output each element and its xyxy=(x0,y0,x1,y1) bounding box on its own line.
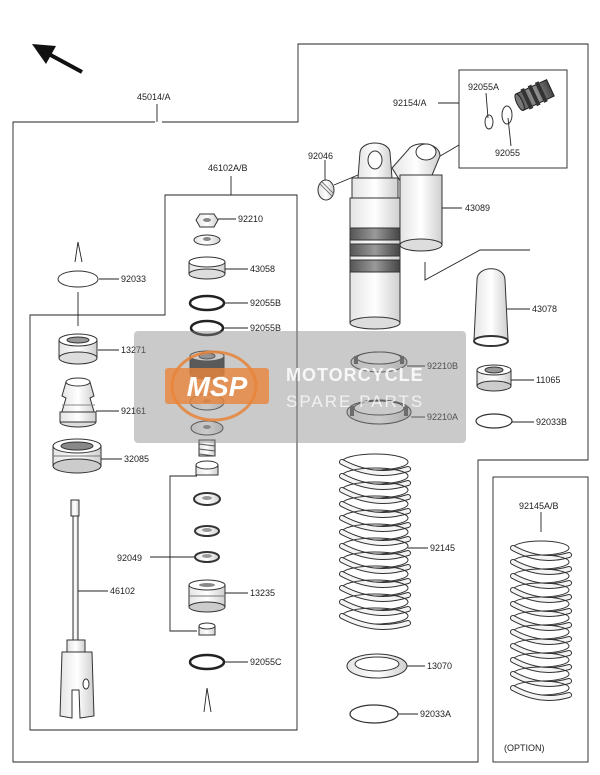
needle-bearing-92046 xyxy=(317,179,335,201)
small-spring xyxy=(198,439,216,457)
label-13271: 13271 xyxy=(121,345,146,355)
circlip-92033a xyxy=(349,704,399,724)
watermark-logo-icon: MSP xyxy=(165,350,269,422)
label-92033a: 92033A xyxy=(420,709,451,719)
label-92055: 92055 xyxy=(495,148,520,158)
label-92046: 92046 xyxy=(308,151,333,161)
label-92210: 92210 xyxy=(238,214,263,224)
label-92154a: 92154/A xyxy=(393,98,427,108)
label-13235: 13235 xyxy=(250,588,275,598)
label-43078: 43078 xyxy=(532,304,557,314)
label-92145ab: 92145A/B xyxy=(519,501,559,511)
cap-11065 xyxy=(476,364,512,392)
bump-stop-92161 xyxy=(59,377,97,428)
assembly-frame xyxy=(12,43,589,763)
label-92055a: 92055A xyxy=(468,82,499,92)
nut-92210a xyxy=(346,399,412,425)
spacer xyxy=(195,460,219,476)
label-13070: 13070 xyxy=(427,661,452,671)
piston-13235 xyxy=(188,579,226,613)
cap-32085 xyxy=(52,438,102,474)
valve-kit-frame xyxy=(458,69,568,169)
watermark: MSP MOTORCYCLE SPARE PARTS xyxy=(134,331,466,443)
label-43058: 43058 xyxy=(250,264,275,274)
bracket-92049 xyxy=(169,475,197,632)
o-ring-92055b-1 xyxy=(188,294,226,312)
label-32085: 32085 xyxy=(124,454,149,464)
nut-92210b xyxy=(350,351,408,373)
circlip-92033b xyxy=(475,413,513,429)
nut-92210 xyxy=(195,213,219,228)
label-92055c: 92055C xyxy=(250,657,282,667)
label-92033: 92033 xyxy=(121,274,146,284)
label-92210b: 92210B xyxy=(427,361,458,371)
label-46102: 46102 xyxy=(110,586,135,596)
label-92145: 92145 xyxy=(430,543,455,553)
circlip-92033 xyxy=(57,270,99,288)
bladder-43078 xyxy=(473,268,509,347)
label-92055b-2: 92055B xyxy=(250,323,281,333)
piston-rod-46102 xyxy=(59,499,95,719)
label-option: (OPTION) xyxy=(504,743,545,753)
reservoir-43089 xyxy=(391,143,443,252)
o-ring-92055a xyxy=(484,114,494,130)
inner-assembly-frame xyxy=(29,194,298,731)
watermark-line2: SPARE PARTS xyxy=(286,392,424,411)
seal-13271 xyxy=(58,333,98,365)
direction-arrow-icon xyxy=(32,44,83,74)
reservoir-bracket xyxy=(424,249,530,281)
o-ring-92055 xyxy=(501,105,513,125)
label-45014-a: 45014/A xyxy=(137,92,171,102)
watermark-logo-text: MSP xyxy=(187,371,248,402)
label-92033b: 92033B xyxy=(536,417,567,427)
label-92210a: 92210A xyxy=(427,412,458,422)
washer-small xyxy=(193,234,221,246)
collar-43058 xyxy=(188,256,226,280)
valve-part xyxy=(514,78,555,112)
watermark-line1: MOTORCYCLE xyxy=(286,365,424,385)
o-ring-92055c xyxy=(188,653,226,671)
label-92049: 92049 xyxy=(117,553,142,563)
label-92161: 92161 xyxy=(121,406,146,416)
label-92055b-1: 92055B xyxy=(250,298,281,308)
spring-seat-13070 xyxy=(346,653,408,679)
label-46102ab: 46102A/B xyxy=(208,163,248,173)
nut-bottom xyxy=(198,622,216,636)
shock-body xyxy=(349,142,401,330)
spring-92145ab xyxy=(510,540,572,701)
spring-92145 xyxy=(339,453,411,630)
option-frame xyxy=(492,476,589,763)
label-11065: 11065 xyxy=(536,375,560,385)
label-43089: 43089 xyxy=(465,203,490,213)
